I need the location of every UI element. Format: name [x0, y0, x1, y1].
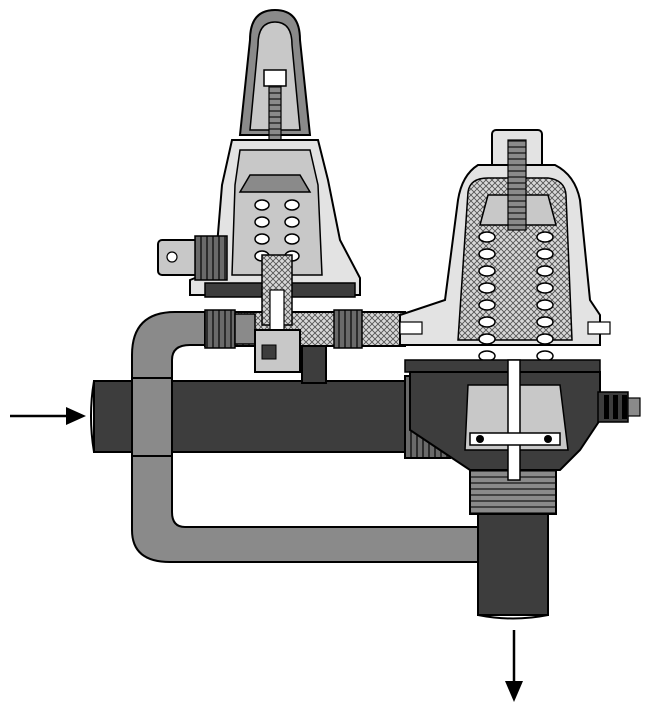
pilot-spring — [254, 199, 300, 262]
main-side-plug — [597, 391, 641, 423]
lock-nut — [263, 69, 287, 87]
main-spring — [478, 231, 554, 362]
main-valve-disc — [469, 432, 561, 446]
main-diaphragm — [404, 359, 601, 373]
main-valve-stem — [507, 359, 521, 481]
inlet-pipe — [90, 375, 451, 459]
main-adjusting-screw — [507, 139, 527, 231]
inlet-arrow — [10, 407, 86, 425]
main-regulator — [399, 129, 641, 481]
outlet-arrow — [505, 630, 523, 702]
pilot-regulator — [157, 8, 361, 373]
outlet-pipe — [469, 461, 557, 620]
pilot-side-fitting — [157, 235, 228, 281]
sense-line — [301, 342, 327, 384]
pilot-supply-line — [204, 309, 406, 349]
